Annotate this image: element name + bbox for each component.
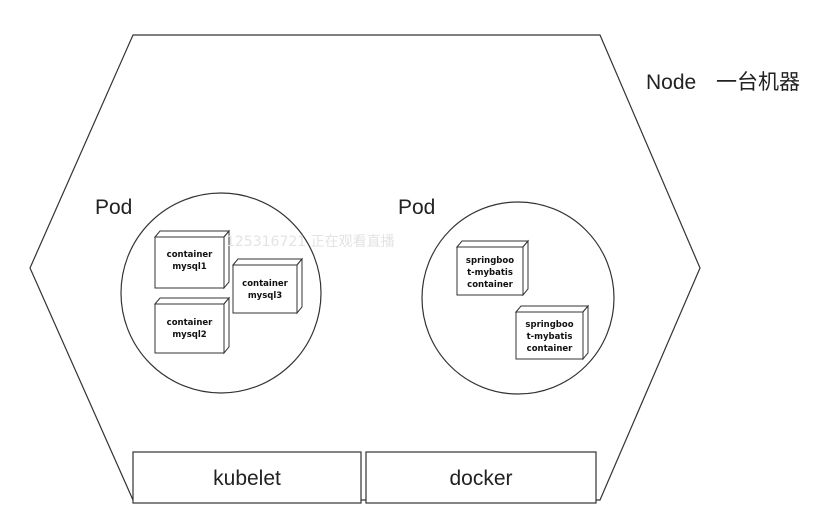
container-mysql1-line1: container [167,250,213,260]
container-mysql3-line2: mysql3 [248,291,282,301]
pod-1-label: Pod [95,196,132,219]
node-note: 一台机器 [716,71,800,94]
pod-2-circle [421,201,615,395]
container-mysql2: container mysql2 [153,296,231,355]
container-springboot-2-line3: container [527,344,573,354]
container-mysql2-line1: container [167,318,213,328]
container-springboot-1-line2: t-mybatis [467,268,513,278]
container-mysql1-line2: mysql1 [172,262,206,272]
container-springboot-mybatis-2: springboo t-mybatis container [514,304,590,361]
container-springboot-2-line2: t-mybatis [527,332,573,342]
pod-1-circle [120,192,322,394]
container-springboot-1-line3: container [467,280,513,290]
container-mysql1: container mysql1 [153,229,231,290]
container-springboot-mybatis-1: springboo t-mybatis container [455,239,530,297]
kubelet-box [132,451,362,504]
node-label: Node [646,71,696,94]
node-hexagon [29,34,701,501]
container-mysql3-line1: container [242,279,288,289]
docker-label: docker [449,467,512,490]
container-mysql3: container mysql3 [231,257,304,315]
kubelet-label: kubelet [213,467,281,490]
container-springboot-2-line1: springboo [525,320,573,330]
watermark-text: 125316721 正在观看直播 [226,233,395,250]
container-springboot-1-line1: springboo [466,256,514,266]
docker-box [365,451,597,504]
container-mysql2-line2: mysql2 [172,330,206,340]
pod-2-label: Pod [398,196,435,219]
